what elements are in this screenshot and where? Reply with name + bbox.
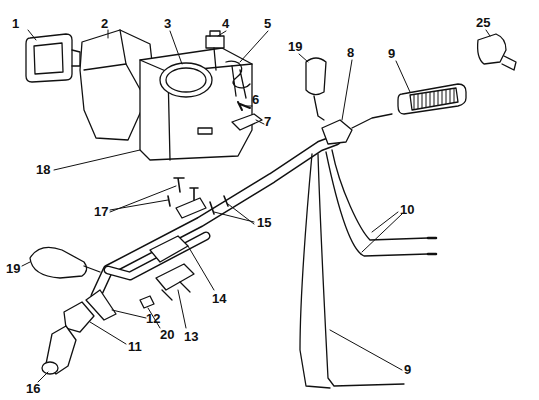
bracket (232, 114, 262, 130)
lamp-lens (26, 34, 80, 82)
meter-housing (140, 48, 252, 160)
lever-housing (322, 120, 352, 144)
switch (206, 36, 224, 48)
switch (64, 302, 94, 332)
callout-number: 6 (252, 93, 259, 107)
callout-number: 16 (26, 382, 40, 396)
callout-number: 4 (222, 17, 229, 31)
callout-number: 3 (164, 17, 171, 31)
callout-number: 7 (264, 115, 271, 129)
callout-number: 5 (264, 17, 271, 31)
handlebar (96, 140, 336, 296)
grip (42, 326, 76, 374)
callout-number: 14 (212, 292, 226, 306)
mirror-clip (306, 58, 326, 95)
clamp (150, 236, 188, 262)
callout-number: 15 (257, 216, 271, 230)
callout-number: 19 (6, 262, 20, 276)
callout-number: 1 (12, 17, 19, 31)
callout-number: 18 (36, 163, 50, 177)
mirror (30, 247, 87, 278)
callout-number: 12 (146, 312, 160, 326)
callout-number: 9 (388, 47, 395, 61)
end-cap (478, 34, 506, 64)
callout-number: 17 (94, 205, 108, 219)
callout-number: 10 (400, 203, 414, 217)
callout-number: 11 (128, 340, 142, 354)
callout-number: 13 (184, 330, 198, 344)
cable (326, 150, 428, 256)
callout-number: 8 (347, 46, 354, 60)
leader-lines (22, 30, 490, 382)
callout-number: 25 (476, 16, 490, 30)
wiring (226, 61, 250, 98)
callout-number: 2 (101, 17, 108, 31)
cable (318, 154, 404, 386)
callout-number: 9 (404, 363, 411, 377)
callout-number: 19 (288, 40, 302, 54)
callout-number: 20 (160, 328, 174, 342)
